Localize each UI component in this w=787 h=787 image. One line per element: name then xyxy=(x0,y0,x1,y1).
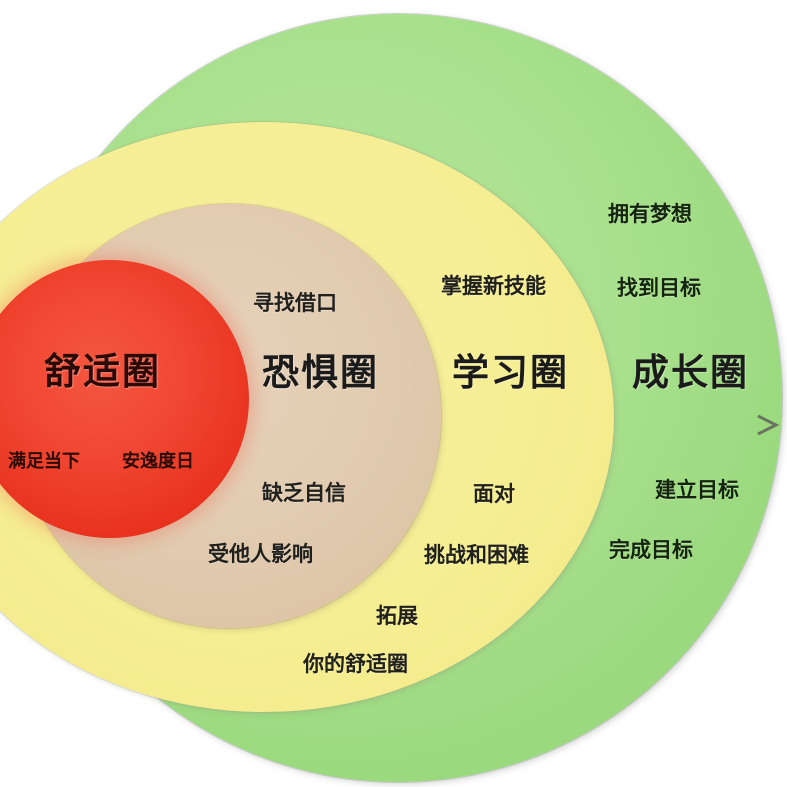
learning-note-expand: 拓展 xyxy=(376,604,418,628)
zone-title-comfort: 舒适圈 xyxy=(44,352,161,393)
comfort-note-easy-living: 安逸度日 xyxy=(122,451,194,471)
growth-note-achieve-goals: 完成目标 xyxy=(609,538,693,562)
learning-note-face: 面对 xyxy=(473,482,515,506)
zone-title-learning: 学习圈 xyxy=(452,353,569,394)
zone-circle-comfort xyxy=(0,260,249,538)
comfort-note-satisfied-now: 满足当下 xyxy=(8,451,80,471)
learning-note-your-comfort-zone: 你的舒适圈 xyxy=(303,652,408,676)
growth-note-set-goals: 建立目标 xyxy=(655,478,739,502)
learning-note-new-skills: 掌握新技能 xyxy=(441,274,546,298)
zone-title-fear: 恐惧圈 xyxy=(262,353,379,394)
learning-note-challenges-difficulties: 挑战和困难 xyxy=(424,543,529,567)
zone-title-growth: 成长圈 xyxy=(632,353,749,394)
fear-note-influenced-by-others: 受他人影响 xyxy=(208,542,313,566)
fear-note-lack-confidence: 缺乏自信 xyxy=(262,481,346,505)
growth-note-find-goals: 找到目标 xyxy=(617,276,701,300)
growth-note-have-dreams: 拥有梦想 xyxy=(608,202,692,226)
fear-note-making-excuses: 寻找借口 xyxy=(253,291,337,315)
